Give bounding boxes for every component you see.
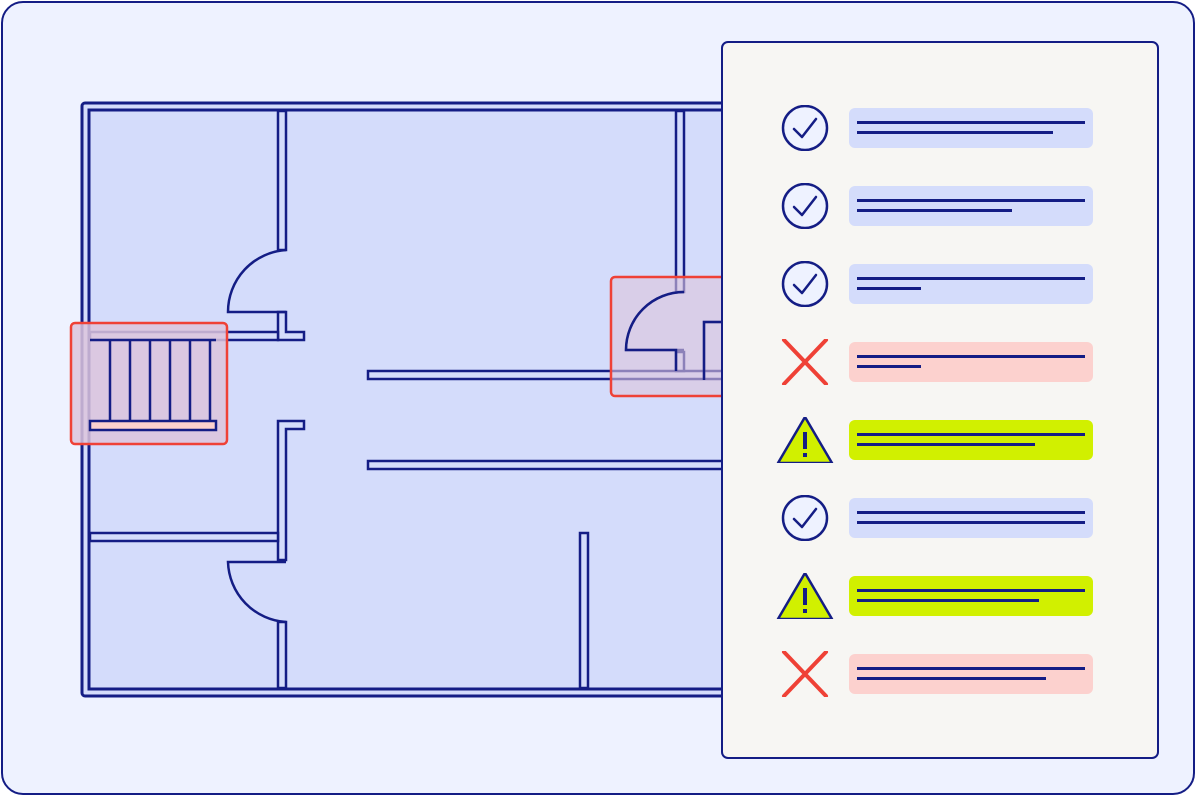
warning-triangle-icon xyxy=(775,573,835,619)
stair-landing xyxy=(88,419,218,432)
text-placeholder-line xyxy=(857,131,1053,134)
text-placeholder-line xyxy=(857,277,1085,280)
text-placeholder-line xyxy=(857,589,1085,592)
cross-icon xyxy=(775,651,835,697)
checklist-item-pass xyxy=(775,183,1095,229)
checklist-item-warning xyxy=(775,417,1095,463)
check-circle-icon xyxy=(775,183,835,229)
checklist-item-bar xyxy=(849,654,1093,694)
door-highlight xyxy=(609,275,737,398)
checklist-item-bar xyxy=(849,498,1093,538)
text-placeholder-line xyxy=(857,677,1046,680)
stairs-highlight xyxy=(69,321,229,446)
wall-bottom-left-room xyxy=(88,531,280,543)
text-placeholder-line xyxy=(857,443,1035,446)
checklist-item-bar xyxy=(849,342,1093,382)
cross-icon xyxy=(775,339,835,385)
checklist-item-bar xyxy=(849,186,1093,226)
text-placeholder-line xyxy=(857,511,1085,514)
wall-right-upper xyxy=(674,109,686,294)
text-placeholder-line xyxy=(857,209,1012,212)
text-placeholder-line xyxy=(857,433,1085,436)
text-placeholder-line xyxy=(857,121,1085,124)
checklist-item-fail xyxy=(775,651,1095,697)
text-placeholder-line xyxy=(857,365,921,368)
check-circle-icon xyxy=(775,495,835,541)
text-placeholder-line xyxy=(857,355,1085,358)
wall-left-middle xyxy=(276,419,306,562)
door-swing-lower-left xyxy=(226,560,287,624)
wall-bottom-right xyxy=(578,531,590,690)
checklist-item-pass xyxy=(775,495,1095,541)
text-placeholder-line xyxy=(857,287,921,290)
text-placeholder-line xyxy=(857,667,1085,670)
door-swing-upper-left xyxy=(226,248,287,314)
checklist-item-pass xyxy=(775,105,1095,151)
warning-triangle-icon xyxy=(775,417,835,463)
text-placeholder-line xyxy=(857,521,1085,524)
checklist-item-bar xyxy=(849,264,1093,304)
checklist-item-pass xyxy=(775,261,1095,307)
text-placeholder-line xyxy=(857,599,1039,602)
text-placeholder-line xyxy=(857,199,1085,202)
checklist-item-warning xyxy=(775,573,1095,619)
corridor-wall-lower xyxy=(366,459,740,471)
checklist-item-bar xyxy=(849,420,1093,460)
checklist-item-fail xyxy=(775,339,1095,385)
check-circle-icon xyxy=(775,261,835,307)
checklist-panel xyxy=(721,41,1159,759)
wall-left-lower xyxy=(276,620,288,690)
checklist-item-bar xyxy=(849,108,1093,148)
door-swing-right-highlighted xyxy=(624,290,685,371)
wall-left-upper xyxy=(276,109,288,252)
checklist-item-bar xyxy=(849,576,1093,616)
check-circle-icon xyxy=(775,105,835,151)
